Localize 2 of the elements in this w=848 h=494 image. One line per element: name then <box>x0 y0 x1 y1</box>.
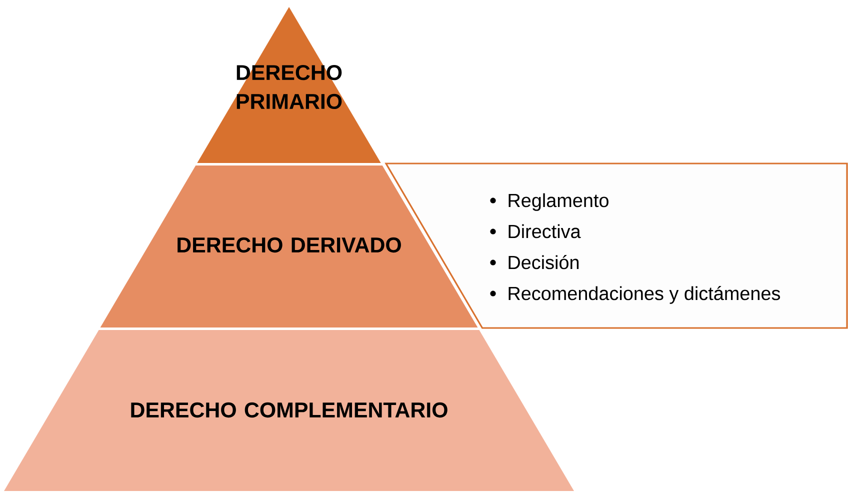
pyramid-tier: DERECHO COMPLEMENTARIO <box>4 330 574 491</box>
pyramid-tier: DERECHO DERIVADO <box>100 166 478 328</box>
